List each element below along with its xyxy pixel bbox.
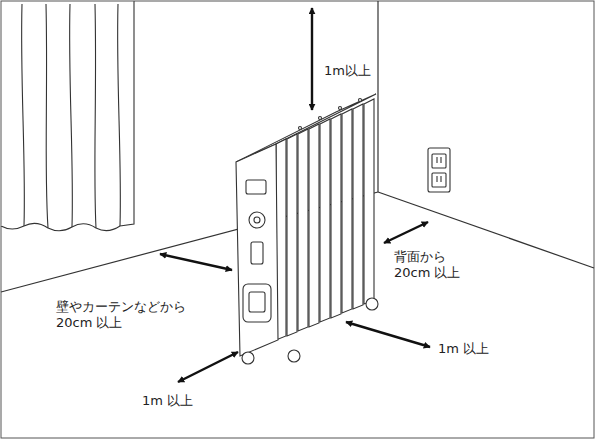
oil-heater [236, 94, 378, 364]
dimension-label: 壁やカーテンなどから 20cm 以上 [54, 298, 198, 333]
clearance-arrow [384, 222, 428, 243]
dimension-arrows [160, 8, 430, 382]
wall-corner [377, 1, 378, 192]
dimension-label: 1m 以上 [140, 392, 195, 410]
dimension-label: 1m以上 [322, 62, 373, 80]
dimension-label: 1m 以上 [436, 340, 491, 358]
wall-outlet [428, 148, 450, 192]
clearance-arrow [311, 8, 313, 110]
clearance-arrow [160, 254, 232, 270]
curtain [1, 1, 134, 231]
clearance-arrow [178, 352, 238, 382]
clearance-arrow [346, 322, 430, 347]
dimension-label: 背面から 20cm 以上 [392, 248, 472, 283]
